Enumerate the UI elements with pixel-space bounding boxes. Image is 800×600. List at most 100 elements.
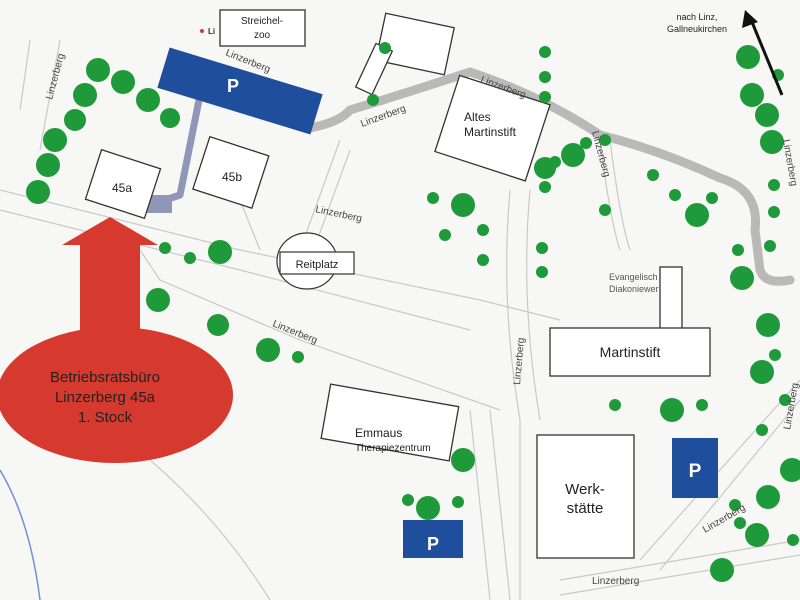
streichelzoo-label-line2: zoo bbox=[254, 30, 271, 41]
tree-icon bbox=[160, 108, 180, 128]
tree-icon bbox=[64, 109, 86, 131]
tree-icon bbox=[427, 192, 439, 204]
tree-icon bbox=[609, 399, 621, 411]
tree-icon bbox=[451, 448, 475, 472]
callout-line1: Betriebsratsbüro bbox=[50, 369, 160, 386]
tree-icon bbox=[379, 42, 391, 54]
tree-icon bbox=[599, 134, 611, 146]
building-top-strip-a bbox=[375, 12, 455, 76]
stream bbox=[0, 469, 41, 600]
tree-icon bbox=[756, 313, 780, 337]
reitplatz-label: Reitplatz bbox=[296, 259, 339, 271]
tree-icon bbox=[208, 240, 232, 264]
tree-icon bbox=[669, 189, 681, 201]
tree-icon bbox=[696, 399, 708, 411]
building-45b-label: 45b bbox=[222, 170, 242, 184]
linzerberg-label-center: Linzerberg bbox=[314, 204, 363, 225]
linzerberg-label-vertical-center: Linzerberg bbox=[512, 337, 527, 385]
main-road bbox=[305, 67, 795, 286]
tree-icon bbox=[561, 143, 585, 167]
parking-bottom-label: P bbox=[427, 534, 439, 554]
tree-icon bbox=[73, 83, 97, 107]
werkstaette-label-line1: Werk- bbox=[565, 481, 605, 498]
tree-icon bbox=[729, 499, 741, 511]
parking-bottom: P bbox=[403, 520, 463, 558]
parking-right-label: P bbox=[689, 461, 702, 482]
tree-icon bbox=[207, 314, 229, 336]
tree-icon bbox=[750, 360, 774, 384]
tree-icon bbox=[780, 458, 800, 482]
tree-icon bbox=[477, 224, 489, 236]
diakoniewerk-label-line1: Evangelisch bbox=[609, 272, 658, 282]
tree-icon bbox=[755, 103, 779, 127]
callout-line2: Linzerberg 45a bbox=[55, 389, 156, 406]
tree-icon bbox=[36, 153, 60, 177]
building-streichelzoo bbox=[219, 9, 306, 47]
altes-martinstift-label-line1: Altes bbox=[464, 110, 491, 124]
tree-icon bbox=[159, 242, 171, 254]
tree-icon bbox=[184, 252, 196, 264]
tree-icon bbox=[43, 128, 67, 152]
tree-icon bbox=[745, 523, 769, 547]
streichelzoo-label-line1: Streichel- bbox=[241, 16, 283, 27]
tree-icon bbox=[647, 169, 659, 181]
tree-icon bbox=[451, 193, 475, 217]
tree-icon bbox=[477, 254, 489, 266]
direction-arrow-icon bbox=[742, 10, 784, 96]
tree-icon bbox=[734, 517, 746, 529]
buildings bbox=[84, 9, 711, 559]
red-arrow-icon bbox=[62, 217, 158, 330]
building-45a bbox=[84, 148, 162, 220]
tree-icon bbox=[416, 496, 440, 520]
tree-icon bbox=[736, 45, 760, 69]
reitplatz: Reitplatz bbox=[276, 232, 355, 290]
linzerberg-label-bottom: Linzerberg bbox=[592, 576, 639, 587]
tree-icon bbox=[787, 534, 799, 546]
tree-icon bbox=[768, 179, 780, 191]
tree-icon bbox=[732, 244, 744, 256]
tree-icon bbox=[730, 266, 754, 290]
tree-icon bbox=[402, 494, 414, 506]
linzerberg-label-left-vertical: Linzerberg bbox=[44, 52, 67, 101]
parking-top: P bbox=[157, 47, 323, 135]
tree-icon bbox=[685, 203, 709, 227]
betriebsratsbuero-callout: Betriebsratsbüro Linzerberg 45a 1. Stock bbox=[0, 217, 233, 463]
tree-icon bbox=[146, 288, 170, 312]
tree-icon bbox=[536, 266, 548, 278]
tree-icon bbox=[452, 496, 464, 508]
building-altes-martinstift bbox=[434, 74, 551, 182]
tree-icon bbox=[599, 204, 611, 216]
linzerberg-label-lower: Linzerberg bbox=[271, 319, 319, 347]
top-left-fragment: Li bbox=[208, 27, 215, 36]
tree-icon bbox=[740, 83, 764, 107]
tree-icon bbox=[367, 94, 379, 106]
tree-icon bbox=[549, 156, 561, 168]
emmaus-label-line1: Emmaus bbox=[355, 426, 402, 440]
tree-icon bbox=[539, 46, 551, 58]
tree-icon bbox=[136, 88, 160, 112]
tree-icon bbox=[706, 192, 718, 204]
nach-linz-label-line1: nach Linz, bbox=[676, 12, 717, 22]
parking-top-label: P bbox=[227, 76, 239, 96]
tree-icon bbox=[760, 130, 784, 154]
werkstaette-label-line2: stätte bbox=[567, 500, 604, 517]
building-werkstaette bbox=[536, 434, 635, 559]
road-outlines bbox=[0, 39, 800, 600]
diakoniewerk-label-line2: Diakoniewer bbox=[609, 284, 659, 294]
tree-icon bbox=[756, 485, 780, 509]
tree-icon bbox=[539, 181, 551, 193]
tree-icon bbox=[26, 180, 50, 204]
linzerberg-label-right-edge: Linzerberg bbox=[782, 382, 800, 430]
tree-icon bbox=[580, 137, 592, 149]
martinstift-label: Martinstift bbox=[600, 344, 661, 360]
tree-icon bbox=[536, 242, 548, 254]
building-45a-label: 45a bbox=[112, 181, 132, 195]
tree-icon bbox=[660, 398, 684, 422]
tree-icon bbox=[111, 70, 135, 94]
linzerberg-label-far-right: Linzerberg bbox=[780, 139, 799, 187]
red-dot bbox=[200, 29, 204, 33]
building-martinstift bbox=[549, 327, 711, 377]
tree-icon bbox=[769, 349, 781, 361]
altes-martinstift-label-line2: Martinstift bbox=[464, 125, 517, 139]
